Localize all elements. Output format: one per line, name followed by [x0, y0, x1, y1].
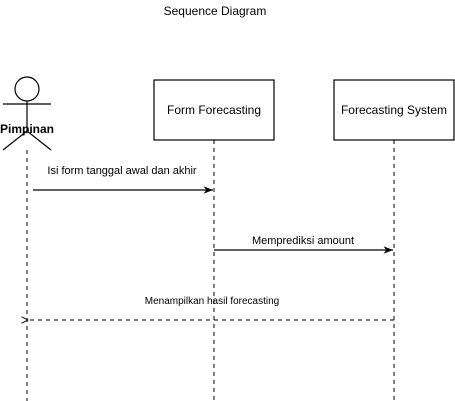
- message-label-2: Memprediksi amount: [252, 235, 354, 247]
- actor-pimpinan: Pimpinan: [0, 76, 54, 151]
- diagram-title: Sequence Diagram: [164, 4, 267, 18]
- message-label-3: Menampilkan hasil forecasting: [145, 296, 280, 307]
- participant-label-system: Forecasting System: [341, 103, 447, 117]
- message-memprediksi: Memprediksi amount: [214, 235, 393, 254]
- message-label-1: Isi form tanggal awal dan akhir: [47, 165, 197, 177]
- participant-forecasting-system: Forecasting System: [333, 79, 455, 141]
- message-menampilkan: Menampilkan hasil forecasting: [28, 296, 394, 320]
- participant-label-form: Form Forecasting: [167, 103, 261, 117]
- participant-form-forecasting: Form Forecasting: [153, 79, 275, 141]
- message-isi-form: Isi form tanggal awal dan akhir: [33, 165, 213, 194]
- actor-label: Pimpinan: [0, 122, 54, 136]
- stick-figure-icon: [2, 76, 52, 151]
